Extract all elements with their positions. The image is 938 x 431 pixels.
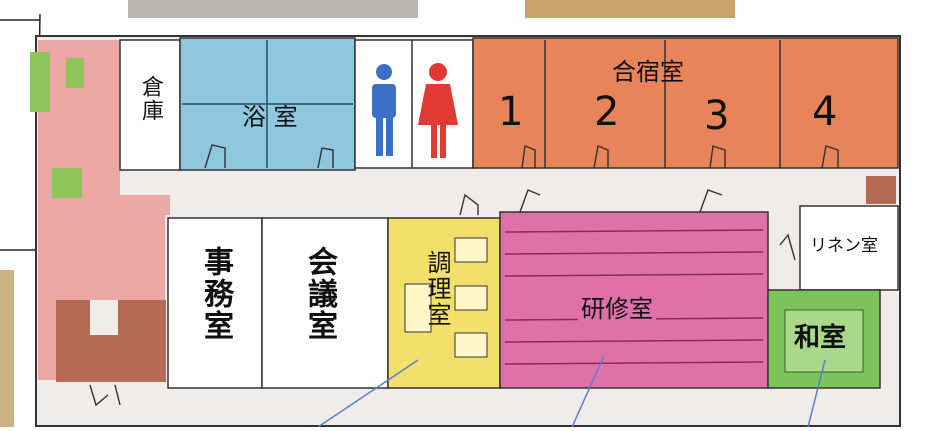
entrance-area bbox=[38, 40, 170, 380]
office-room bbox=[167, 217, 263, 389]
photo-left bbox=[128, 0, 418, 18]
female-toilet-icon bbox=[418, 63, 458, 158]
pointer-line bbox=[317, 355, 826, 428]
office-label: 事務室 bbox=[198, 246, 233, 342]
gasshuku-number: 1 bbox=[498, 89, 524, 135]
linen-label: リネン室 bbox=[810, 236, 878, 256]
photo-right bbox=[525, 0, 735, 18]
green-block bbox=[30, 52, 50, 112]
stairs-notch bbox=[90, 300, 118, 335]
green-block bbox=[52, 168, 82, 198]
japanese-room-label: 和室 bbox=[794, 323, 847, 353]
stairs-icon bbox=[866, 176, 896, 204]
meeting-room bbox=[261, 217, 389, 389]
kitchen-label: 調理室 bbox=[423, 250, 451, 328]
bath-label: 浴 室 bbox=[242, 103, 298, 131]
seminar-stripes bbox=[504, 229, 764, 365]
gasshuku-number: 3 bbox=[704, 93, 730, 139]
gasshuku-number: 2 bbox=[594, 89, 620, 135]
meeting-label: 会議室 bbox=[302, 246, 337, 342]
linen-room bbox=[799, 205, 899, 291]
gasshuku-number: 4 bbox=[812, 89, 838, 135]
storage-label: 倉庫 bbox=[138, 75, 163, 123]
door-icon bbox=[89, 144, 839, 407]
seminar-label: 研修室 bbox=[578, 297, 656, 321]
photo-left-edge bbox=[0, 270, 14, 427]
frame-line bbox=[0, 13, 41, 251]
gasshuku-label: 合宿室 bbox=[612, 58, 684, 86]
storage-room bbox=[119, 39, 181, 171]
green-block bbox=[66, 58, 84, 88]
male-toilet-icon bbox=[372, 64, 396, 156]
